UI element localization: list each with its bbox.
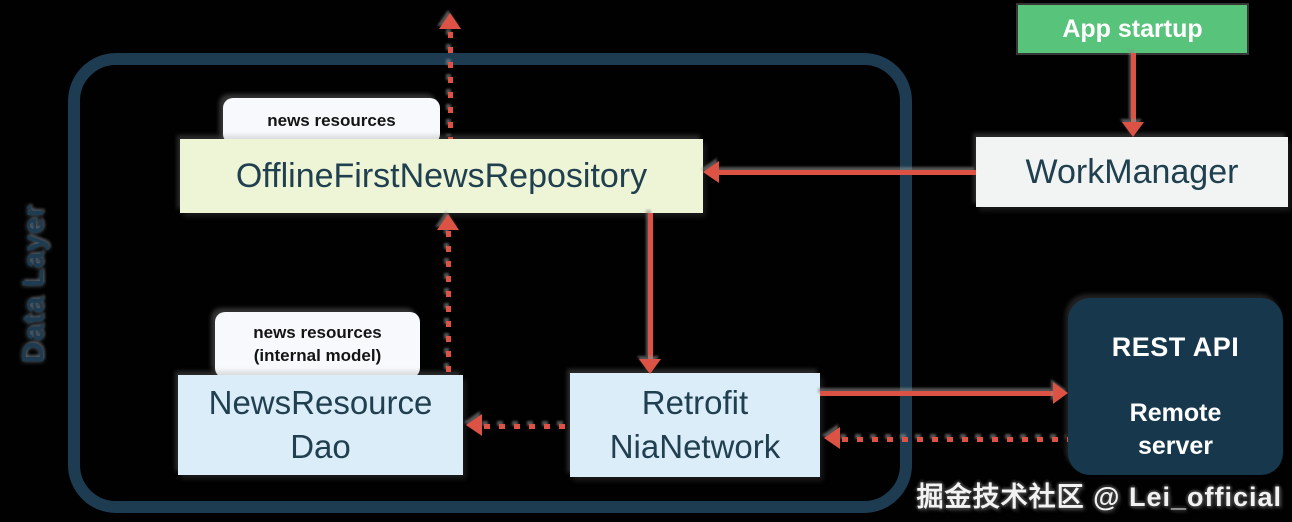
arrow-network-to-remote-line <box>820 391 1053 396</box>
arrow-network-to-dao-dotted-line <box>484 424 570 429</box>
arrow-dao-to-repository-dotted-line <box>446 231 451 372</box>
data-layer-container <box>68 53 912 513</box>
arrow-repository-up-dotted-line <box>448 32 453 139</box>
rest-api-title: REST API <box>1111 332 1240 362</box>
arrow-network-to-remote-head-icon <box>1053 382 1068 404</box>
network-label: Retrofit NiaNetwork <box>609 384 781 465</box>
watermark: 掘金技术社区 @ Lei_official <box>916 482 1282 512</box>
app-startup-label: App startup <box>1062 14 1203 43</box>
tag-news-resources-internal-model: news resources (internal model) <box>215 312 420 378</box>
arrow-repository-to-network-head-icon <box>639 359 661 374</box>
data-layer-label: Data Layer <box>17 204 50 364</box>
node-remote-server: REST API Remote server <box>1068 298 1283 475</box>
node-offline-first-news-repository: OfflineFirstNewsRepository <box>180 139 703 213</box>
arrow-appstartup-to-workmanager-head-icon <box>1122 122 1144 137</box>
node-retrofit-nia-network: Retrofit NiaNetwork <box>570 373 820 477</box>
dao-label: NewsResource Dao <box>208 384 433 465</box>
arrow-remote-to-network-head-icon <box>824 427 840 449</box>
tag-internal-model-text: news resources (internal model) <box>253 323 382 365</box>
arrow-dao-to-repository-head-icon <box>437 214 459 230</box>
arrow-repository-up-head-icon <box>439 13 461 29</box>
workmanager-label: WorkManager <box>1025 152 1239 191</box>
arrow-workmanager-to-repository-line <box>717 170 976 175</box>
tag-news-resources: news resources <box>223 98 440 144</box>
arrow-repository-to-network-line <box>648 213 653 359</box>
arrow-network-to-dao-head-icon <box>466 414 482 436</box>
arrow-remote-to-network-dotted-line <box>842 437 1068 442</box>
tag-news-resources-text: news resources <box>267 110 396 130</box>
arrow-workmanager-to-repository-head-icon <box>703 161 719 183</box>
arrow-appstartup-to-workmanager-line <box>1131 53 1136 122</box>
remote-server-label: Remote server <box>1129 399 1222 460</box>
node-workmanager: WorkManager <box>976 137 1288 207</box>
node-app-startup: App startup <box>1018 5 1247 53</box>
node-news-resource-dao: NewsResource Dao <box>178 375 463 475</box>
repository-label: OfflineFirstNewsRepository <box>235 156 648 195</box>
